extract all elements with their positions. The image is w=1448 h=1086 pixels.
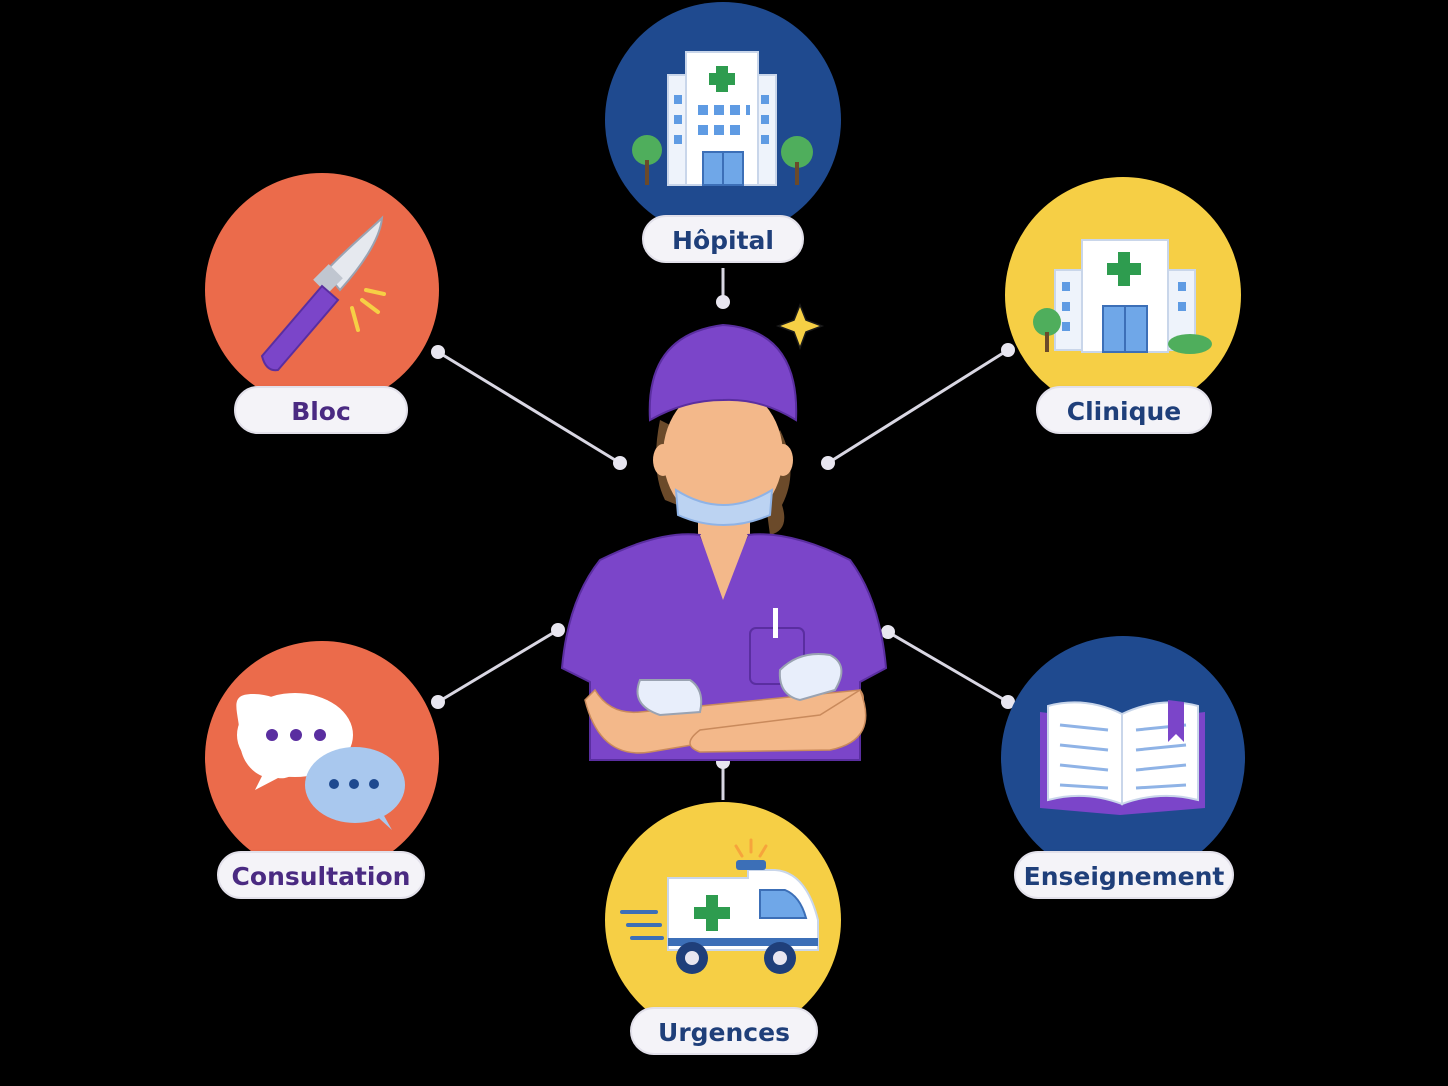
label-clinique: Clinique [1036,386,1212,434]
label-hopital: Hôpital [642,215,804,263]
scalpel-icon [260,215,386,372]
hospital-icon [632,51,813,186]
label-enseignement: Enseignement [1014,851,1234,899]
surgeon-icon [560,323,888,761]
chat-bubbles-icon [236,693,405,830]
sparkle-icon [775,302,825,351]
connector-bloc [437,350,621,465]
label-consultation: Consultation [217,851,425,899]
label-urgences: Urgences [630,1007,818,1055]
connector-clinique [827,348,1009,465]
clinic-icon [1033,239,1212,354]
label-bloc: Bloc [234,386,408,434]
ambulance-icon [620,838,819,974]
connector-enseignement [887,630,1009,704]
connector-consultation [437,628,559,704]
book-icon [1040,700,1205,815]
